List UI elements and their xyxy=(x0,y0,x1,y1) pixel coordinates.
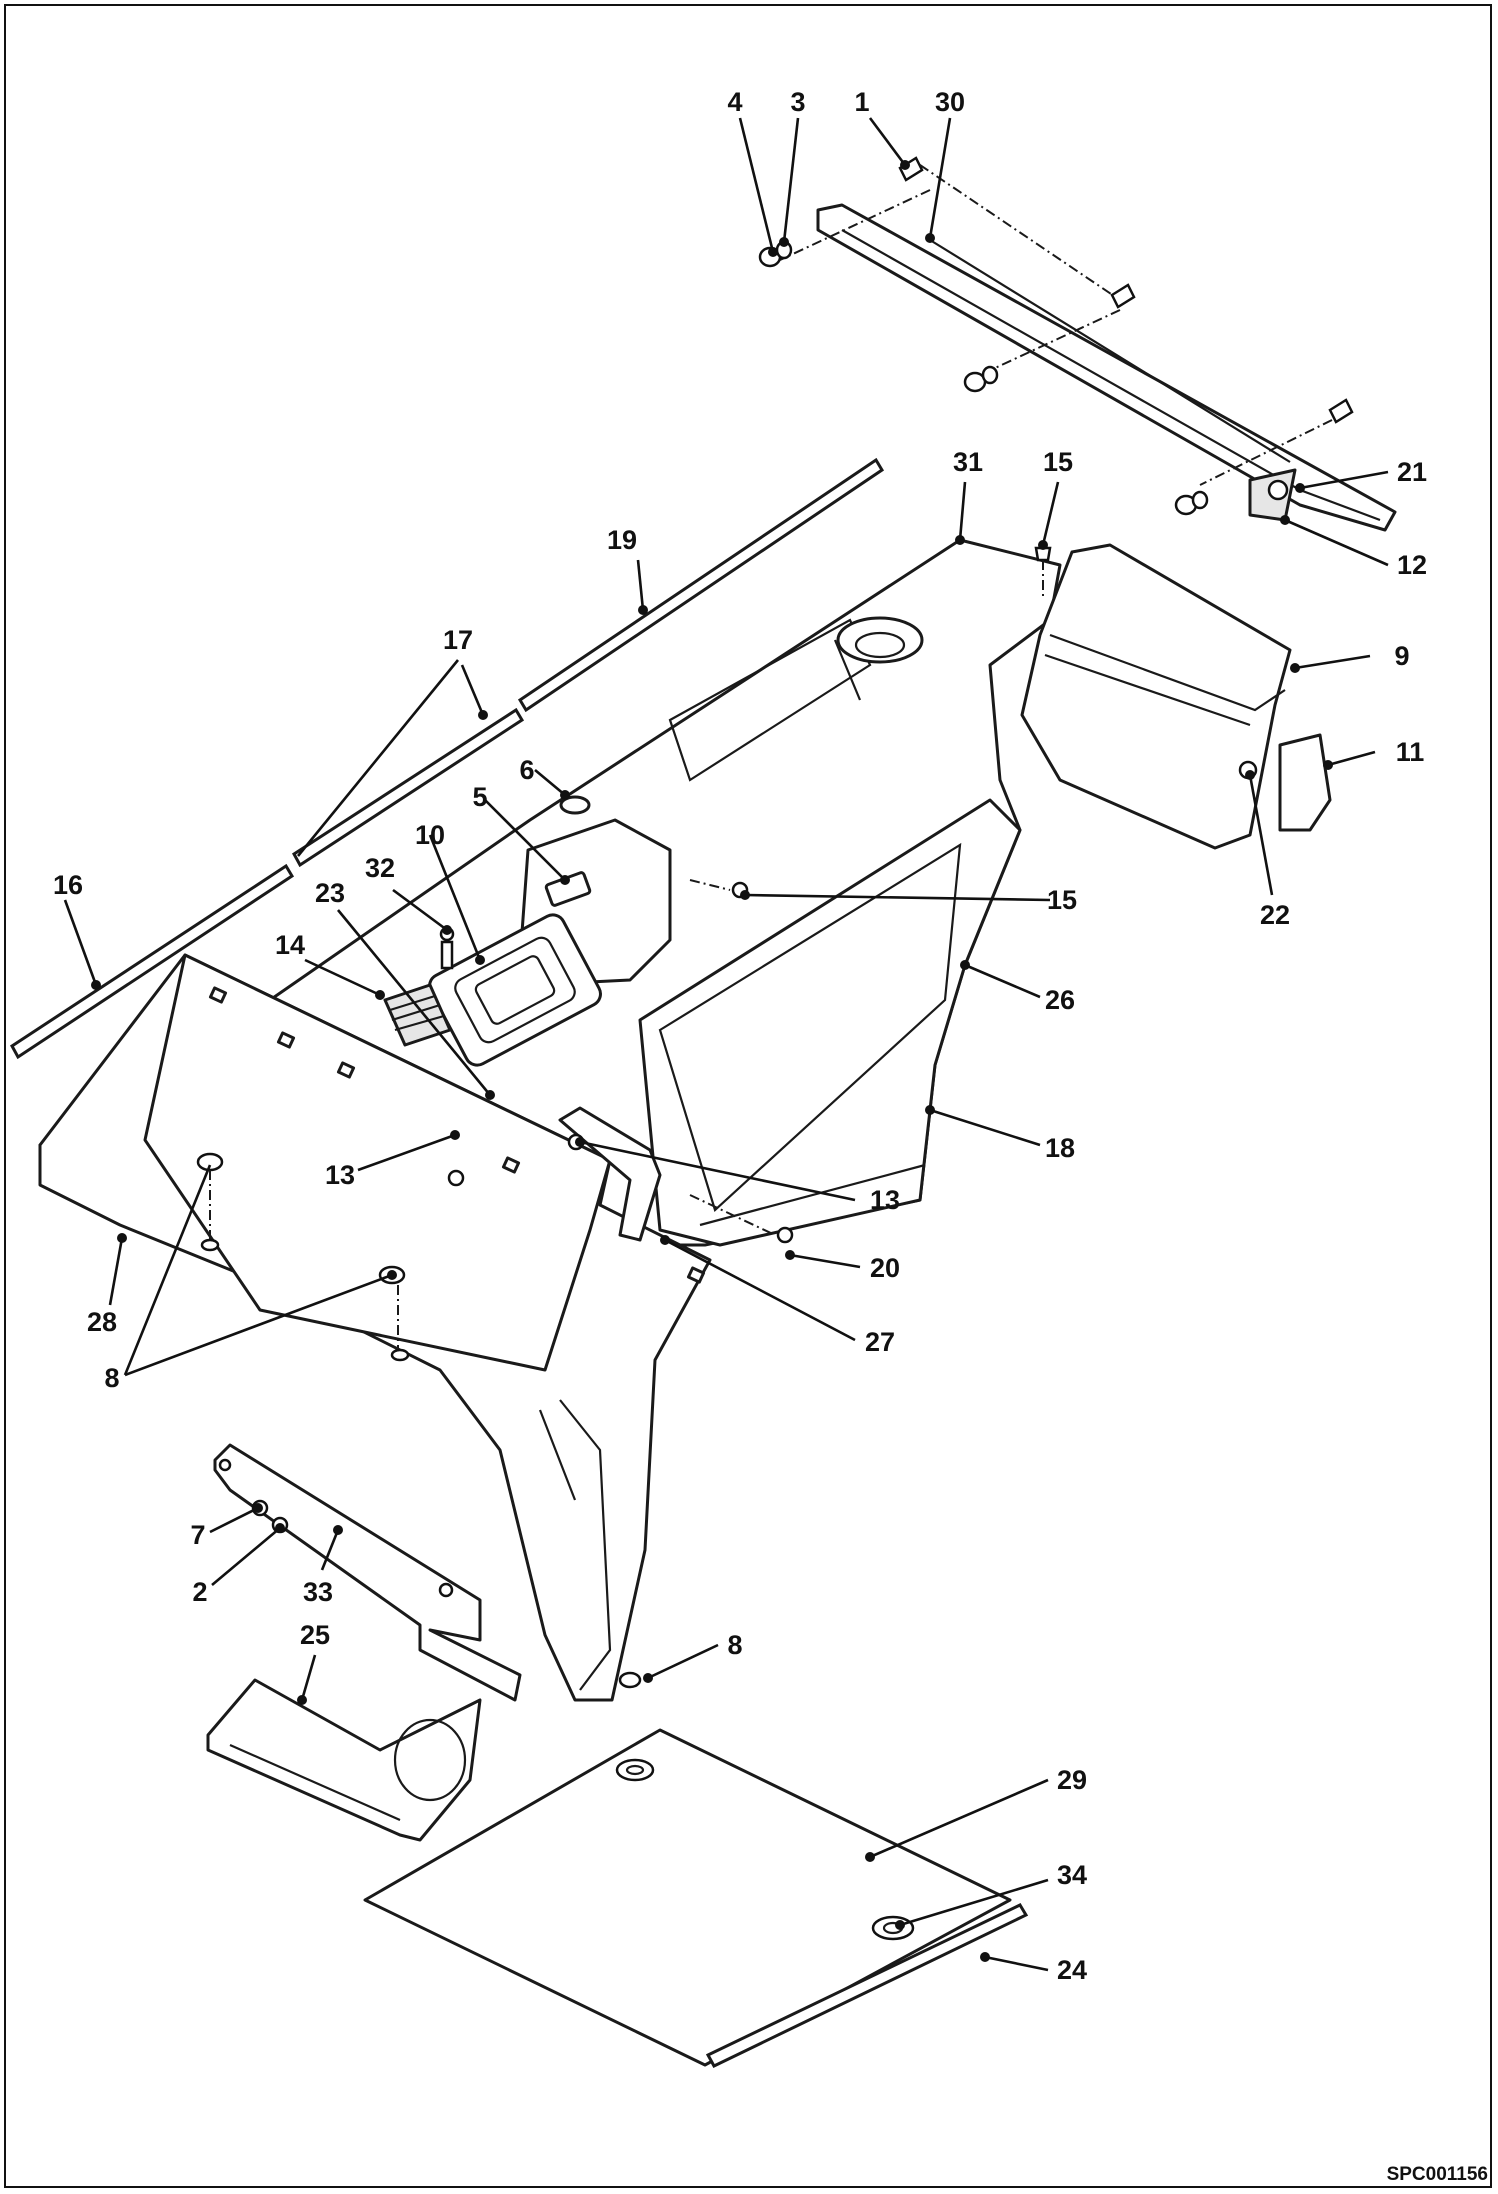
part-33-bracket xyxy=(213,1443,522,1702)
callout-20: 20 xyxy=(870,1253,900,1283)
callout-4: 4 xyxy=(727,87,742,117)
part-14-filter xyxy=(383,983,452,1047)
callout-26: 26 xyxy=(1045,985,1075,1015)
drawing-frame xyxy=(4,4,1492,2188)
part-27-bracket xyxy=(558,1106,662,1242)
callout-13b: 13 xyxy=(870,1185,900,1215)
part-16-rod xyxy=(10,863,295,1060)
callout-19: 19 xyxy=(607,525,637,555)
callout-8a: 8 xyxy=(104,1363,119,1393)
part-30-cover-bar xyxy=(816,203,1397,532)
part-17-rod xyxy=(292,707,525,868)
callout-2: 2 xyxy=(192,1577,207,1607)
callout-12: 12 xyxy=(1397,550,1427,580)
callout-9: 9 xyxy=(1394,641,1409,671)
callout-18: 18 xyxy=(1045,1133,1075,1163)
callout-24: 24 xyxy=(1057,1955,1087,1985)
callout-15a: 15 xyxy=(1043,447,1073,477)
callout-7: 7 xyxy=(190,1520,205,1550)
callout-23: 23 xyxy=(315,878,345,908)
part-29-floor-plate xyxy=(363,1728,1012,2067)
callout-3: 3 xyxy=(790,87,805,117)
callout-14: 14 xyxy=(275,930,305,960)
callout-6: 6 xyxy=(519,755,534,785)
part-19-rod xyxy=(517,457,885,713)
callout-13a: 13 xyxy=(325,1160,355,1190)
callout-17: 17 xyxy=(443,625,473,655)
callout-22: 22 xyxy=(1260,900,1290,930)
part-26-tank-side xyxy=(638,798,1022,1247)
callout-31: 31 xyxy=(953,447,983,477)
part-25-bracket xyxy=(206,1678,482,1842)
callout-leaders xyxy=(63,117,1389,1972)
callout-33: 33 xyxy=(303,1577,333,1607)
callout-5: 5 xyxy=(472,782,487,812)
callout-34: 34 xyxy=(1057,1860,1087,1890)
callout-15b: 15 xyxy=(1047,885,1077,915)
callout-21: 21 xyxy=(1397,457,1427,487)
callout-labels: 1 2 3 4 5 6 7 8 8 9 10 11 12 13 13 14 15… xyxy=(53,87,1427,1985)
callout-1: 1 xyxy=(854,87,869,117)
callout-30: 30 xyxy=(935,87,965,117)
figure-reference-code: SPC001156 xyxy=(1387,2164,1488,2185)
callout-11: 11 xyxy=(1396,737,1425,767)
callout-25: 25 xyxy=(300,1620,330,1650)
callout-8b: 8 xyxy=(727,1630,742,1660)
part-24-strip xyxy=(705,1903,1029,2068)
part-9-reservoir-box xyxy=(1020,543,1332,850)
callout-28: 28 xyxy=(87,1307,117,1337)
callout-32: 32 xyxy=(365,853,395,883)
callout-27: 27 xyxy=(865,1327,895,1357)
callout-10: 10 xyxy=(415,820,445,850)
callout-29: 29 xyxy=(1057,1765,1087,1795)
callout-16: 16 xyxy=(53,870,83,900)
